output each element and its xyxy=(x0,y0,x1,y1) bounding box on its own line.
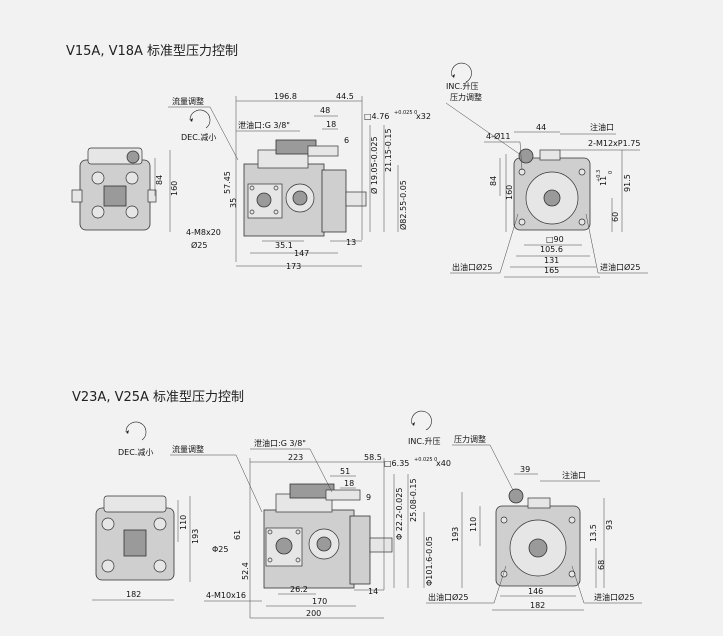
dim-182-2r: 182 xyxy=(530,601,545,610)
dim-22-2: Φ 22.2-0.025 xyxy=(395,488,404,540)
dim-193-2r: 193 xyxy=(451,527,460,542)
label-pressure-adjust-1: 压力调整 xyxy=(450,92,482,102)
dim-105-6: 105.6 xyxy=(540,245,563,254)
dim-173: 173 xyxy=(286,262,301,271)
dim-84-1: 84 xyxy=(155,175,164,185)
rear-view-1 xyxy=(513,148,591,231)
dim-90: □90 xyxy=(546,235,564,244)
label-pressure-adjust-2: 压力调整 xyxy=(454,434,486,444)
dim-57-45: 57.45 xyxy=(223,171,232,194)
dim-60: 60 xyxy=(611,212,620,222)
dim-18-2: 18 xyxy=(344,479,354,488)
dim-165: 165 xyxy=(544,266,559,275)
dim-91-5: 91.5 xyxy=(623,174,632,192)
label-outlet-1: 出油口Ø25 xyxy=(452,262,492,272)
label-dec-1: DEC.减小 xyxy=(181,132,216,142)
dim-110-2: 110 xyxy=(179,515,188,530)
dim-13-5: 13.5 xyxy=(589,524,598,542)
front-view-1 xyxy=(243,139,367,237)
dim-170: 170 xyxy=(312,597,327,606)
dim-51: 51 xyxy=(340,467,350,476)
dim-82-55: Ø82.55-0.05 xyxy=(398,180,408,230)
dim-68: 68 xyxy=(597,560,606,570)
dim-200: 200 xyxy=(306,609,321,618)
dim-160-1: 160 xyxy=(170,181,179,196)
label-inc-1: INC.升压 xyxy=(446,82,478,91)
dim-44-5: 44.5 xyxy=(336,92,354,101)
dim-19-05: Ø 19.05-0.025 xyxy=(369,136,379,194)
dim-58-5: 58.5 xyxy=(364,453,382,462)
dim-182-2: 182 xyxy=(126,590,141,599)
dim-6: 6 xyxy=(344,136,349,145)
label-key-len-2: x40 xyxy=(436,459,451,468)
label-inlet-1: 进油口Ø25 xyxy=(600,262,640,272)
dim-110-2r: 110 xyxy=(469,517,478,532)
dim-223: 223 xyxy=(288,453,303,462)
dim-84-1r: 84 xyxy=(489,176,498,186)
dim-9: 9 xyxy=(366,493,371,502)
label-bolts-1: 4-M8x20 xyxy=(186,228,221,237)
label-key-2: □6.35 xyxy=(384,459,409,468)
label-key-tol-1: +0.025 0 xyxy=(394,110,417,116)
dim-0: 0 xyxy=(608,171,614,174)
dim-18-1: 18 xyxy=(326,120,336,129)
dim-26-2: 26.2 xyxy=(290,585,308,594)
dim-14: 14 xyxy=(368,587,378,596)
dim-147: 147 xyxy=(294,249,309,258)
dim-39: 39 xyxy=(520,465,530,474)
dim-35-1: 35 xyxy=(229,198,238,208)
dim-101-6: Φ101.6-0.05 xyxy=(425,536,434,586)
label-holes-1: 4-Ø11 xyxy=(486,131,510,141)
side-view-2 xyxy=(95,495,175,581)
dim-160-1r: 160 xyxy=(505,185,514,200)
label-oil-inlet-1: 注油口 xyxy=(590,122,614,132)
dec-dial-icon-2 xyxy=(125,421,147,441)
label-flow-adjust-2: 流量调整 xyxy=(172,444,204,454)
rear-view-2 xyxy=(495,488,581,587)
label-flow-adjust-1: 流量调整 xyxy=(172,96,204,106)
label-outlet-2: 出油口Ø25 xyxy=(428,592,468,602)
label-drain-port-1: 泄油口:G 3/8" xyxy=(238,120,290,130)
front-view-2 xyxy=(263,483,393,589)
dim-48: 48 xyxy=(320,106,330,115)
inc-dial-icon-1 xyxy=(451,62,472,83)
label-key-tol-2: +0.025 0 xyxy=(414,457,437,463)
label-inc-2: INC.升压 xyxy=(408,437,440,446)
label-key-len-1: x32 xyxy=(416,112,431,121)
dim-93: 93 xyxy=(605,520,614,530)
dim-25-08: 25.08-0.15 xyxy=(409,478,418,522)
dim-0-3: +0.3 xyxy=(596,170,602,182)
dim-61: 61 xyxy=(233,530,242,540)
label-dec-2: DEC.减小 xyxy=(118,447,153,457)
label-phi25-2: Φ25 xyxy=(212,545,228,554)
section-title-v15a: V15A, V18A 标准型压力控制 xyxy=(66,44,239,59)
dim-52-4: 52.4 xyxy=(241,562,250,580)
dim-35-1b: 35.1 xyxy=(275,241,293,250)
inc-dial-icon-2 xyxy=(411,410,432,431)
dim-131: 131 xyxy=(544,256,559,265)
dim-13-1: 13 xyxy=(346,238,356,247)
label-thread-1: 2-M12xP1.75 xyxy=(588,139,640,148)
dim-21-15: 21.15-0.15 xyxy=(384,128,393,172)
label-inlet-2: 进油口Ø25 xyxy=(594,592,634,602)
dim-196-8: 196.8 xyxy=(274,92,297,101)
dim-11: 11 xyxy=(599,176,608,186)
label-phi25-1: Ø25 xyxy=(191,240,207,250)
label-drain-port-2: 泄油口:G 3/8" xyxy=(254,438,306,448)
label-key-1: □4.76 xyxy=(364,112,389,121)
dim-146: 146 xyxy=(528,587,543,596)
dim-44: 44 xyxy=(536,123,546,132)
section-title-v23a: V23A, V25A 标准型压力控制 xyxy=(72,390,245,405)
dim-193-2: 193 xyxy=(191,529,200,544)
side-view-1 xyxy=(71,147,157,231)
label-bolts-2: 4-M10x16 xyxy=(206,591,246,600)
label-oil-inlet-2: 注油口 xyxy=(562,470,586,480)
dec-dial-icon-1 xyxy=(189,109,211,129)
